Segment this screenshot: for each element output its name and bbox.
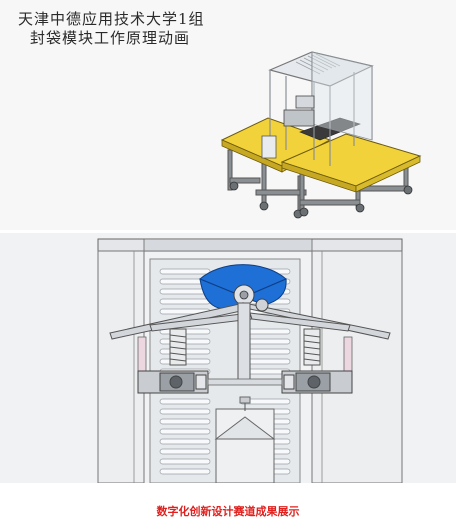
right-heat-sealer (281, 370, 353, 394)
sealer-mechanism (283, 109, 315, 127)
rotary-blade (199, 264, 287, 298)
left-spring (169, 328, 187, 366)
front-view-drawing (97, 238, 403, 483)
right-spring (303, 328, 321, 366)
vertical-shaft (237, 302, 251, 384)
bag-product (214, 396, 276, 483)
left-frame-column (97, 250, 145, 483)
isometric-machine-drawing (220, 51, 422, 219)
front-view-panel (0, 233, 456, 483)
title-line-2: 封袋模块工作原理动画 (30, 29, 191, 47)
left-heat-sealer (137, 370, 209, 394)
right-frame-column (311, 250, 403, 483)
isometric-view-panel: 天津中德应用技术大学1组 封袋模块工作原理动画 (0, 0, 456, 230)
title-line-1: 天津中德应用技术大学1组 (18, 10, 205, 28)
linkage-arms (109, 302, 391, 340)
caption: 数字化创新设计赛道成果展示 (156, 505, 300, 518)
caster-wheels (229, 181, 413, 219)
